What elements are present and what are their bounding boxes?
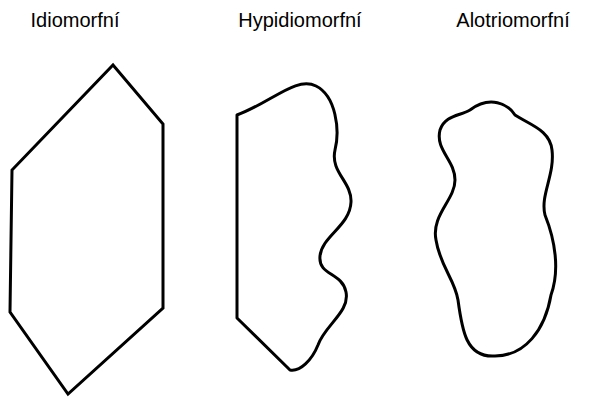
shape-label: Alotriomorfní	[456, 8, 569, 32]
shape-label: Idiomorfní	[31, 8, 120, 32]
hypidiomorphic-crystal	[237, 84, 351, 370]
allotriomorphic-crystal	[435, 102, 555, 356]
idiomorphic-crystal	[10, 65, 163, 394]
shape-label: Hypidiomorfní	[238, 8, 361, 32]
